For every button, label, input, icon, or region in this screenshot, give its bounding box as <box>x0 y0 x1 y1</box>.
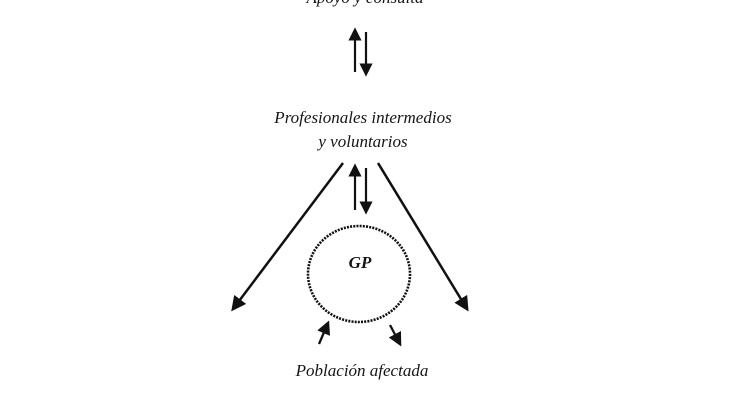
top-label-partial: Apoyo y consulta <box>245 0 485 9</box>
bottom-label: Población afectada <box>295 361 429 380</box>
right-diagonal-arrow <box>376 162 469 312</box>
middle-label-line-2: y voluntarios <box>318 132 408 151</box>
top-bidirectional-arrows <box>348 27 373 77</box>
gp-circle <box>306 224 412 324</box>
middle-label-line-1: Profesionales intermedios <box>274 108 452 127</box>
middle-bidirectional-arrows <box>348 163 373 215</box>
circle-label: GP <box>348 253 372 272</box>
small-arrow-into-circle <box>317 320 330 345</box>
small-arrow-out-of-circle <box>388 324 402 347</box>
left-diagonal-arrow <box>231 162 344 312</box>
